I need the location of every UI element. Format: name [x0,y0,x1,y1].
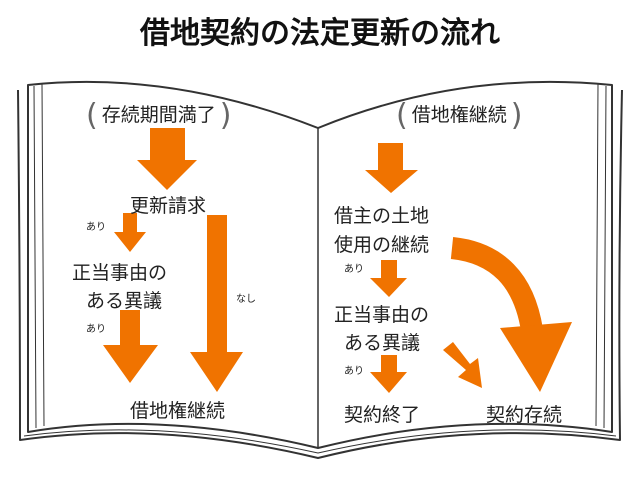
arrow-left-yes2 [103,310,158,383]
right-header: 借地権継続 [396,98,522,133]
left-label-yes2: あり [86,324,106,335]
arrow-expiry-to-request [137,128,197,190]
arrow-objection-to-continue [443,342,482,388]
arrow-use-to-continue-curve [450,237,543,332]
arrow-use-to-continue-head [500,322,572,392]
left-step-renewal-request: 更新請求 [130,195,207,217]
arrow-right-header-to-use [365,143,418,193]
left-objection-line2: ある異議 [86,290,163,312]
right-objection-line1: 正当事由の [334,304,430,326]
right-label-yes1: あり [344,264,364,275]
right-step-line1: 借主の土地 [334,205,430,227]
left-header: 存続期間満了 [86,98,231,133]
arrow-left-yes1 [114,213,146,252]
left-label-no: なし [236,294,256,305]
arrow-right-yes1 [370,260,407,297]
arrow-left-no [190,215,243,392]
left-label-yes1: あり [86,222,106,233]
diagram-title: 借地契約の法定更新の流れ [140,16,500,51]
right-objection-line2: ある異議 [344,332,421,354]
right-result-end: 契約終了 [344,404,421,426]
right-step-line2: 使用の継続 [334,234,430,256]
right-label-yes2: あり [344,366,364,377]
arrow-right-yes2 [370,355,407,393]
right-result-continue: 契約存続 [486,404,563,426]
left-result: 借地権継続 [130,400,226,422]
left-objection-line1: 正当事由の [72,262,168,284]
